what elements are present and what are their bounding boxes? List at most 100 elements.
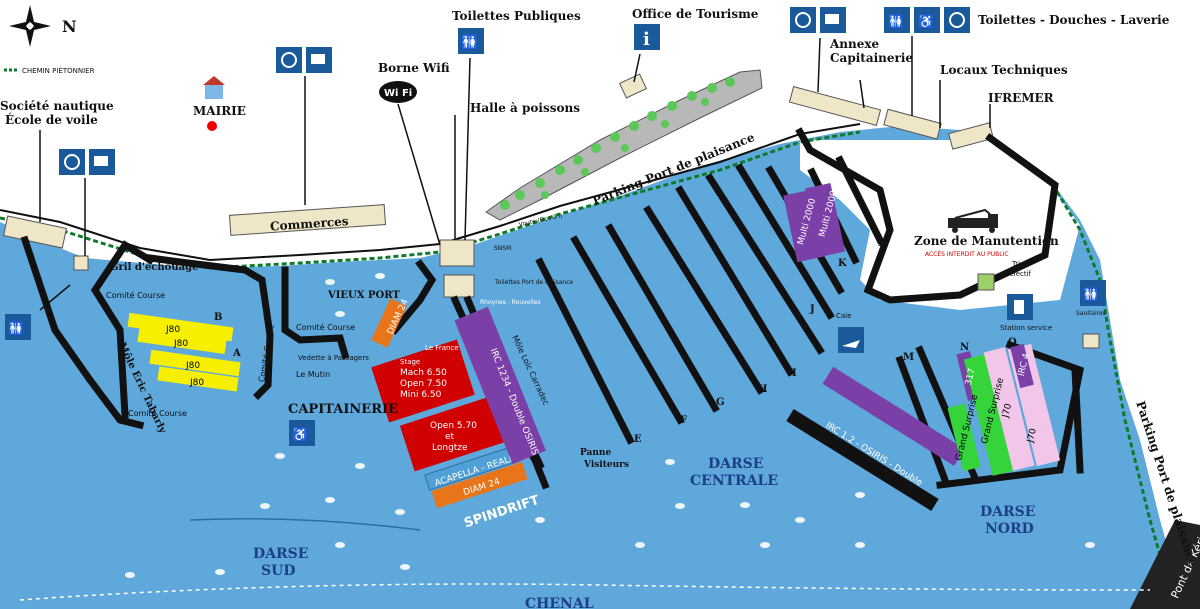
toilets-showers-laundry-signs: 🚻 ♿: [884, 7, 970, 33]
wifi-label: Borne Wifi: [378, 61, 450, 75]
sign-restaurant-cafe-3: [790, 7, 846, 33]
svg-text:E: E: [634, 434, 642, 445]
stage-label: Stage: [400, 358, 420, 366]
wifi-icon: Wi Fi: [379, 81, 417, 103]
svg-text:A: A: [232, 348, 241, 359]
comite-1: Comité Course: [106, 290, 165, 300]
crane-truck-icon: [948, 208, 998, 233]
darse-nord-2: NORD: [985, 521, 1034, 537]
darse-nord-1: DARSE: [980, 504, 1035, 520]
darse-nord-boats: 317 Grand Surprise Grand Surprise J70 J7…: [947, 343, 1061, 476]
small-building: [73, 255, 89, 271]
mach-zone: Mach 6.50 Open 7.50 Mini 6.50: [371, 339, 475, 423]
svg-text:K': K': [878, 238, 890, 249]
le-france-label: Le France: [425, 344, 459, 352]
wave-marks: [125, 273, 1095, 578]
comite-2: Comité Course: [128, 408, 187, 418]
mach-3: Mini 6.50: [400, 390, 442, 400]
leader-lines: [39, 36, 991, 311]
panne-1: Panne: [580, 448, 611, 458]
nautique-label-2: École de voile: [5, 112, 98, 127]
panne-2: Visiteurs: [583, 460, 629, 470]
j70a: J70: [1001, 402, 1014, 419]
toilets-port-building: [443, 274, 475, 298]
j80-label-2: J80: [173, 339, 188, 349]
cale-label: Cale: [836, 312, 851, 320]
toilettes-pub-label: Toilettes Publiques: [452, 9, 581, 23]
j80-zone: J80 J80 J80 J80: [127, 312, 241, 392]
darse-sud-line: [189, 518, 421, 531]
footpath-legend-label: CHEMIN PIÉTONNIER: [22, 66, 95, 75]
mach-1: Mach 6.50: [400, 368, 447, 378]
washing-machine-icon: [949, 12, 965, 28]
svg-text:N: N: [960, 342, 969, 353]
office-label: Office de Tourisme: [632, 7, 759, 21]
info-icon: i: [634, 24, 660, 50]
toilets-icon: 🚻: [458, 28, 484, 54]
n317-label: 317: [964, 367, 978, 386]
commerces-label: Commerces: [270, 214, 350, 233]
tri-1: Tri: [1011, 260, 1020, 268]
annexe-building: [788, 86, 882, 126]
sign-restaurant-cafe-1: [276, 47, 332, 73]
sign-restaurant-cafe-2: [59, 149, 115, 175]
boat-ramp-icon: [838, 327, 864, 353]
mach-2: Open 7.50: [400, 379, 447, 389]
open570-zone: Open 5.70 et Longtze: [399, 396, 506, 472]
annexe-label-1: Annexe: [829, 37, 880, 51]
svg-text:♿: ♿: [292, 427, 308, 443]
svg-text:J: J: [809, 304, 815, 315]
acces-interdit-label: ACCÈS INTERDIT AU PUBLIC: [925, 250, 1009, 258]
svg-text:H: H: [758, 384, 767, 395]
zone-manutention-label: Zone de Manutention: [914, 234, 1059, 248]
brise-clapot: [786, 409, 939, 511]
svg-text:🚻: 🚻: [8, 321, 24, 337]
svg-text:i: i: [643, 29, 650, 50]
svg-text:🚻: 🚻: [1083, 287, 1099, 303]
wheelchair-icon: ♿: [289, 420, 315, 446]
toilets-icon: 🚻: [888, 14, 904, 30]
chenal-line: [19, 583, 1151, 601]
locaux-building: [883, 108, 942, 140]
toilets-sign-left: 🚻: [5, 314, 31, 340]
mairie-label: MAIRIE: [193, 104, 246, 118]
annexe-label-2: Capitainerie: [830, 51, 913, 65]
comite-4: Comité Course: [296, 322, 355, 332]
svg-text:🚻: 🚻: [461, 34, 478, 51]
pont-kerispet: [1130, 520, 1200, 609]
svg-text:O: O: [1008, 337, 1017, 348]
open570-2: et: [445, 432, 455, 442]
open570-3: Longtze: [432, 443, 468, 453]
svg-text:Wi Fi: Wi Fi: [384, 88, 412, 99]
svg-text:K: K: [838, 258, 847, 269]
darse-centrale-2: CENTRALE: [690, 473, 778, 489]
darse-centrale-1: DARSE: [708, 456, 763, 472]
svg-text:I: I: [792, 368, 797, 379]
svg-text:M: M: [903, 352, 914, 363]
locaux-label: Locaux Techniques: [940, 63, 1068, 77]
ifremer-label: IFREMER: [988, 91, 1055, 105]
capitainerie-label: CAPITAINERIE: [288, 402, 398, 417]
halle-label: Halle à poissons: [470, 101, 580, 115]
vieux-port-label: VIEUX PORT: [327, 290, 400, 301]
j80-label-4: J80: [189, 378, 204, 388]
snsm-building: [439, 239, 475, 267]
town-hall-icon: [203, 76, 225, 131]
darse-sud-1: DARSE: [253, 546, 308, 562]
darse-sud-2: SUD: [261, 563, 295, 579]
open570-1: Open 5.70: [430, 421, 477, 431]
office-tourisme-building: [618, 73, 648, 99]
sanitaires-label: Sanitaires: [1076, 310, 1106, 317]
fuel-pump-icon: [1007, 294, 1033, 320]
svg-text:F: F: [680, 415, 687, 426]
nautique-label-1: Société nautique: [0, 99, 114, 113]
ifremer-building: [948, 122, 994, 150]
snsm-label: SNSM: [494, 245, 511, 252]
north-label: N: [62, 17, 77, 36]
toilettes-port-label: Toilettes Port de Plaisance: [494, 279, 574, 286]
j80-label-1: J80: [165, 325, 180, 335]
trees: [500, 77, 735, 210]
nautique-building: [2, 215, 68, 249]
commerces-building: [228, 204, 387, 236]
